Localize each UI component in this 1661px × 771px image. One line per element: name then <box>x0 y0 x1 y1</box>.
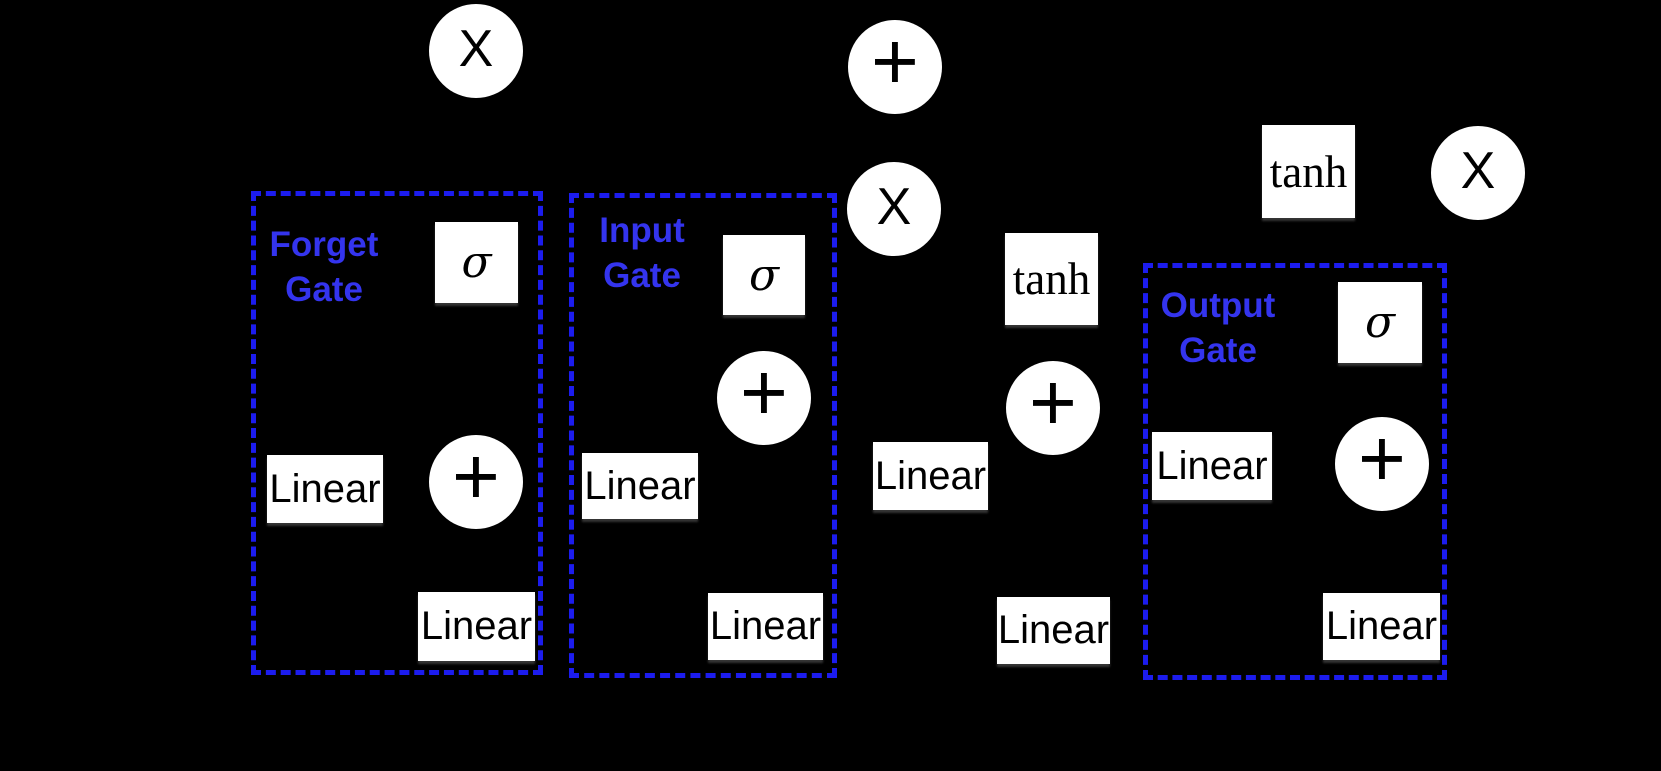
output-gate-label-line1: Output <box>1160 286 1276 325</box>
output-gate-region <box>1143 263 1447 680</box>
input-gate-region <box>569 193 837 678</box>
add-node-output-gate: + <box>1335 413 1429 511</box>
add-node-forget-gate: + <box>429 431 523 529</box>
add-symbol: + <box>1029 357 1077 448</box>
sigmoid-symbol: σ <box>461 237 492 288</box>
add-node-input-gate: + <box>717 347 811 445</box>
forget-gate-label-line1: Forget <box>269 225 379 264</box>
linear-label: Linear <box>1156 443 1268 488</box>
linear-box-cell-left: Linear <box>873 442 988 510</box>
multiply-node-center: X <box>847 162 941 256</box>
input-gate-label-line2: Gate <box>603 256 681 295</box>
linear-box-input-bottom: Linear <box>708 593 823 660</box>
add-symbol: + <box>871 16 919 107</box>
input-gate-label: Input Gate <box>582 208 702 298</box>
linear-box-output-left: Linear <box>1152 432 1272 500</box>
linear-label: Linear <box>584 463 696 508</box>
tanh-label: tanh <box>1012 254 1091 304</box>
add-symbol: + <box>452 431 500 522</box>
sigmoid-box-forget-gate: σ <box>435 222 518 303</box>
linear-box-forget-left: Linear <box>267 455 383 523</box>
input-gate-label-line1: Input <box>599 211 685 250</box>
linear-label: Linear <box>420 604 533 648</box>
tanh-box-output: tanh <box>1262 125 1355 218</box>
sigmoid-box-input-gate: σ <box>723 235 805 315</box>
multiply-symbol: X <box>876 178 912 236</box>
add-node-top: + <box>848 16 942 114</box>
sigmoid-symbol: σ <box>1364 297 1396 348</box>
output-gate-label: Output Gate <box>1153 283 1283 373</box>
linear-box-cell-bottom: Linear <box>997 597 1110 664</box>
output-gate-label-line2: Gate <box>1179 331 1257 370</box>
multiply-symbol: X <box>1460 142 1496 200</box>
add-node-cell: + <box>1006 357 1100 455</box>
forget-gate-label-line2: Gate <box>285 270 363 309</box>
tanh-label: tanh <box>1269 146 1348 197</box>
linear-label: Linear <box>997 608 1110 652</box>
sigmoid-symbol: σ <box>748 249 780 301</box>
add-symbol: + <box>740 347 788 438</box>
forget-gate-region <box>251 191 543 675</box>
linear-label: Linear <box>269 466 381 511</box>
linear-box-forget-bottom: Linear <box>418 592 535 661</box>
multiply-node-top-left: X <box>429 4 523 98</box>
multiply-symbol: X <box>458 20 494 78</box>
forget-gate-label: Forget Gate <box>264 222 384 312</box>
linear-box-input-left: Linear <box>582 453 698 519</box>
multiply-node-top-right: X <box>1431 126 1525 220</box>
linear-label: Linear <box>874 453 987 498</box>
linear-label: Linear <box>709 604 822 648</box>
add-symbol: + <box>1358 413 1406 504</box>
linear-box-output-bottom: Linear <box>1323 593 1440 660</box>
sigmoid-box-output-gate: σ <box>1338 282 1422 363</box>
linear-label: Linear <box>1325 604 1438 648</box>
tanh-box-cell: tanh <box>1005 233 1098 325</box>
